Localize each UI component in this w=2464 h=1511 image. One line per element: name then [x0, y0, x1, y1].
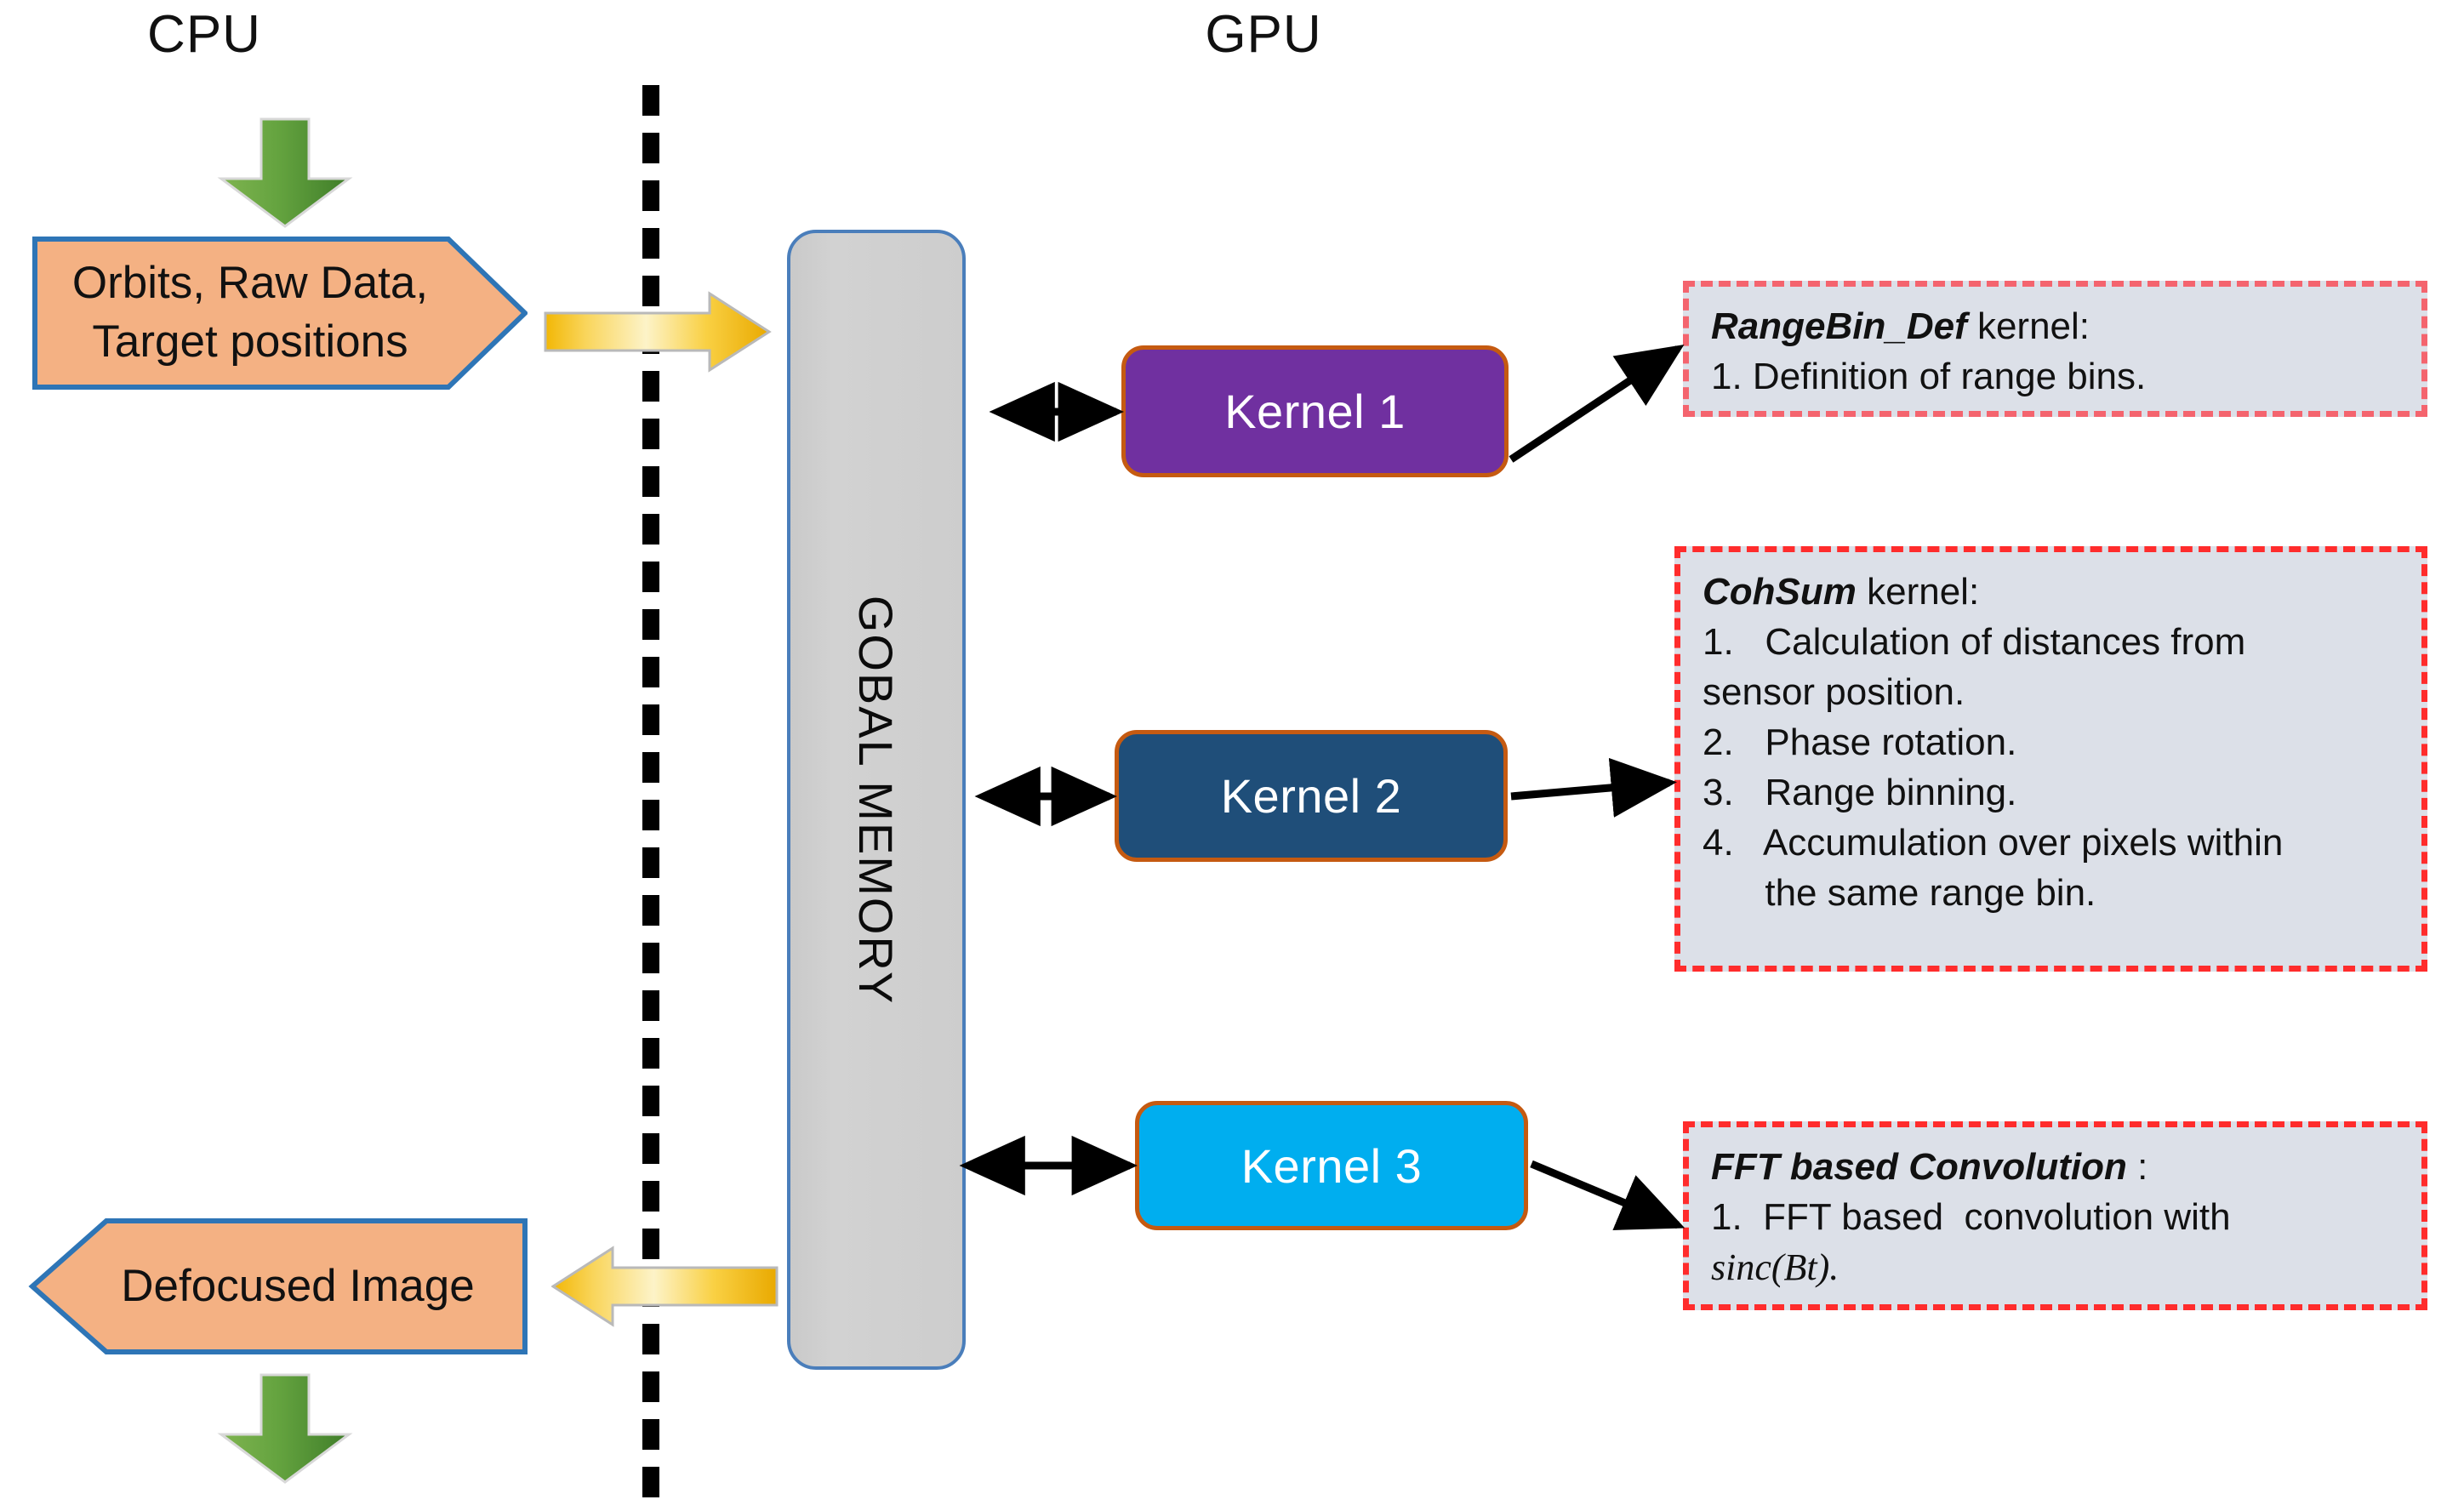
global-memory-label: GOBAL MEMORY — [849, 595, 904, 1005]
cpu-header-label: CPU — [147, 5, 261, 64]
input-data-line2: Target positions — [92, 316, 408, 367]
gpu-header-label: GPU — [1205, 5, 1322, 64]
info-box-3-line-2: sinc(Bt). — [1711, 1246, 1839, 1288]
info-box-2-title-rest: kernel: — [1856, 571, 1980, 613]
info-box-1-line-1: 1. Definition of range bins. — [1711, 355, 2147, 397]
kernel-3-label: Kernel 3 — [1241, 1138, 1423, 1193]
kernel-2-block[interactable]: Kernel 2 — [1115, 730, 1508, 862]
device-to-host-transfer-arrow — [551, 1244, 779, 1329]
info-box-3-line-1: 1. FFT based convolution with — [1711, 1195, 2231, 1238]
output-image-block: Defocused Image — [9, 1218, 528, 1354]
cpu-output-green-arrow — [217, 1373, 353, 1484]
input-data-block: Orbits, Raw Data, Target positions — [32, 237, 528, 390]
info-box-3-title-line: FFT based Convolution : — [1711, 1143, 2399, 1193]
host-to-device-transfer-arrow — [543, 289, 773, 374]
info-box-2-line-1: 1. Calculation of distances from — [1703, 620, 2246, 663]
output-image-label: Defocused Image — [121, 1260, 475, 1311]
info-box-rangebin-def: RangeBin_Def kernel: 1. Definition of ra… — [1683, 281, 2427, 417]
info-box-2-line-3: 2. Phase rotation. — [1703, 721, 2017, 763]
kernel-1-label: Kernel 1 — [1224, 385, 1406, 438]
cpu-gpu-divider — [642, 85, 659, 1499]
input-data-line1: Orbits, Raw Data, — [71, 258, 429, 309]
kernel2-infobox2-connector — [1510, 757, 1677, 818]
kernel-2-label: Kernel 2 — [1220, 769, 1402, 823]
info-box-2-title-line: CohSum kernel: — [1703, 567, 2399, 618]
info-box-3-title: FFT based Convolution — [1711, 1146, 2127, 1188]
info-box-fft-convolution: FFT based Convolution : 1. FFT based con… — [1683, 1121, 2427, 1310]
kernel-3-block[interactable]: Kernel 3 — [1135, 1101, 1528, 1230]
info-box-2-line-2: sensor position. — [1703, 670, 1965, 713]
info-box-2-line-5: 4. Accumulation over pixels within — [1703, 821, 2284, 864]
info-box-1-title-line: RangeBin_Def kernel: — [1711, 302, 2399, 352]
kernel3-infobox3-connector — [1530, 1160, 1685, 1230]
info-box-2-line-4: 3. Range binning. — [1703, 771, 2017, 813]
info-box-2-line-6: the same range bin. — [1703, 871, 2096, 914]
kernel-1-block[interactable]: Kernel 1 — [1121, 345, 1509, 477]
cpu-input-green-arrow — [217, 117, 353, 228]
info-box-3-title-rest: : — [2126, 1146, 2148, 1188]
kernel1-infobox1-connector — [1509, 345, 1685, 463]
global-memory-block: GOBAL MEMORY — [787, 230, 966, 1370]
info-box-1-title-rest: kernel: — [1966, 305, 2090, 347]
info-box-cohsum: CohSum kernel: 1. Calculation of distanc… — [1674, 546, 2427, 972]
info-box-1-title: RangeBin_Def — [1711, 305, 1967, 347]
info-box-2-title: CohSum — [1703, 571, 1857, 613]
